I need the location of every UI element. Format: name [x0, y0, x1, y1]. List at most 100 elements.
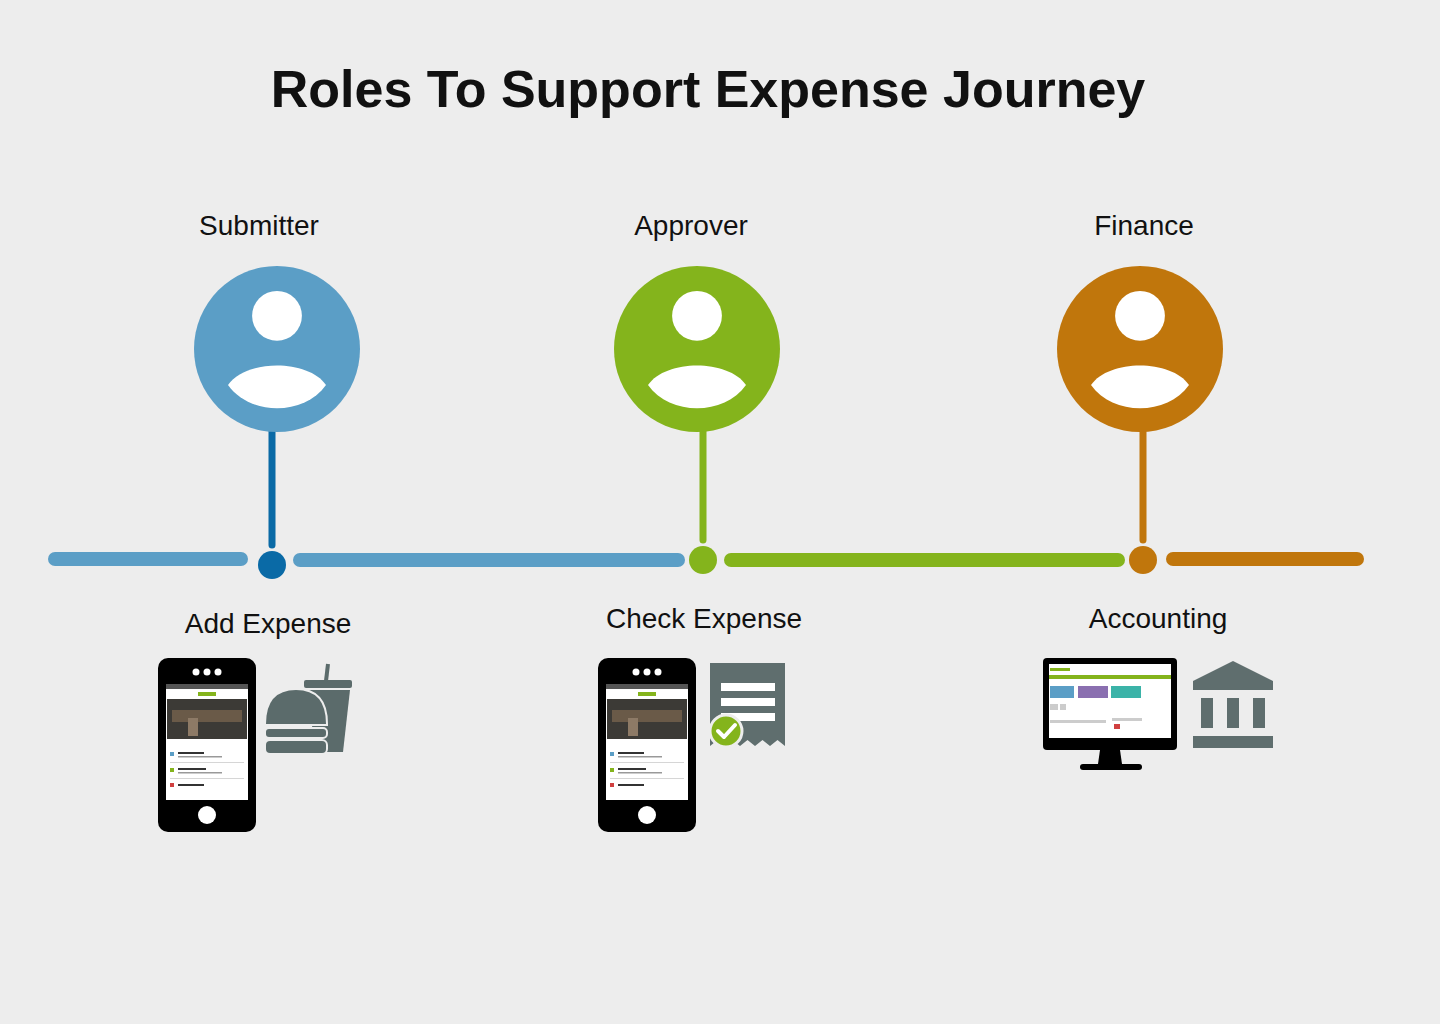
label-group: Finance [1090, 209, 1190, 243]
monitor-illustration [1098, 750, 1122, 764]
phone-illustration [198, 806, 216, 824]
bank-icon [1253, 698, 1265, 728]
phone-illustration [598, 658, 696, 832]
person-body [648, 366, 746, 409]
phone-illustration [618, 768, 646, 770]
phone-illustration [610, 778, 684, 780]
monitor-illustration [1049, 664, 1171, 738]
receipt-icon [721, 683, 775, 691]
monitor-illustration [1043, 658, 1177, 750]
phone-illustration [606, 684, 688, 689]
phone-illustration [188, 718, 198, 736]
bank-icon [1201, 698, 1213, 728]
phone-illustration [618, 784, 644, 786]
phone-illustration [638, 692, 656, 696]
monitor-illustration [1049, 675, 1171, 679]
phone-illustration [178, 772, 222, 774]
phone-illustration [204, 669, 211, 676]
timeline-dot [1129, 546, 1157, 574]
step-label: Check Expense [606, 602, 802, 636]
step-node: Accounting [1074, 546, 1213, 636]
role-label: Finance [1094, 209, 1194, 243]
phone-illustration [598, 658, 696, 832]
monitor-illustration [1043, 658, 1177, 770]
connector-line [700, 429, 707, 540]
timeline-dot [1129, 546, 1157, 574]
phone-illustration [644, 669, 651, 676]
connector-line [731, 553, 1118, 567]
phone-illustration [170, 752, 174, 756]
monitor-illustration [1112, 718, 1142, 721]
role-label: Submitter [199, 209, 319, 243]
receipt-icon [721, 698, 775, 706]
phone-illustration [170, 768, 174, 772]
phone-illustration [610, 783, 614, 787]
timeline-dot [258, 551, 286, 579]
food-icon [266, 690, 326, 724]
person-circle [194, 266, 360, 432]
phone-illustration [610, 762, 684, 764]
phone-illustration [618, 752, 644, 754]
phone-illustration [178, 752, 204, 754]
phone-illustration [178, 784, 204, 786]
person-head [252, 291, 302, 341]
person-circle [194, 266, 360, 432]
person-circle [614, 266, 780, 432]
phone-illustration [638, 806, 656, 824]
food-icon [266, 664, 352, 753]
phone-illustration [655, 669, 662, 676]
receipt-icon [710, 715, 742, 747]
person-circle [614, 266, 780, 432]
person-body [228, 366, 326, 409]
phone-illustration [172, 710, 242, 722]
step-label: Accounting [1089, 602, 1228, 636]
monitor-illustration [1050, 720, 1106, 723]
phone-illustration [166, 684, 248, 689]
phone-illustration [170, 783, 174, 787]
monitor-illustration [1114, 724, 1120, 729]
timeline-stub [55, 552, 241, 566]
receipt-icon [718, 725, 735, 737]
step-node: Add Expense [189, 551, 356, 641]
phone-illustration [618, 756, 662, 758]
phone-illustration [618, 772, 662, 774]
monitor-illustration [1080, 764, 1142, 770]
connector-line [269, 429, 276, 545]
diagram-title: Roles To Support Expense Journey [0, 58, 1416, 120]
label-group: Add Expense [189, 607, 356, 641]
label-group: Submitter [217, 209, 337, 243]
monitor-illustration [1078, 686, 1108, 698]
role-node: Submitter [194, 209, 360, 432]
label-group: Check Expense [605, 602, 801, 636]
person-circle [1057, 266, 1223, 432]
phone-illustration [178, 756, 222, 758]
phone-illustration [612, 710, 682, 722]
phone-illustration [170, 762, 244, 764]
phone-illustration [178, 768, 206, 770]
monitor-illustration [1050, 668, 1070, 671]
label-group: Accounting [1074, 602, 1213, 636]
step-node: Check Expense [605, 546, 801, 636]
role-node: Approver [614, 209, 780, 432]
food-icon [266, 741, 326, 753]
timeline-dot [258, 551, 286, 579]
phone-illustration [167, 699, 247, 739]
monitor-illustration [1050, 704, 1058, 710]
role-label: Approver [634, 209, 748, 243]
person-head [1115, 291, 1165, 341]
monitor-illustration [1050, 686, 1074, 698]
phone-illustration [606, 684, 688, 800]
phone-illustration [193, 669, 200, 676]
phone-illustration [628, 718, 638, 736]
phone-illustration [158, 658, 256, 832]
bank-icon [1193, 736, 1273, 748]
monitor-illustration [1111, 686, 1141, 698]
bank-icon [1193, 661, 1273, 748]
timeline-dot [689, 546, 717, 574]
connector-line [300, 553, 678, 567]
timeline-dot [689, 546, 717, 574]
bank-icon [1193, 661, 1273, 690]
phone-illustration [610, 752, 614, 756]
